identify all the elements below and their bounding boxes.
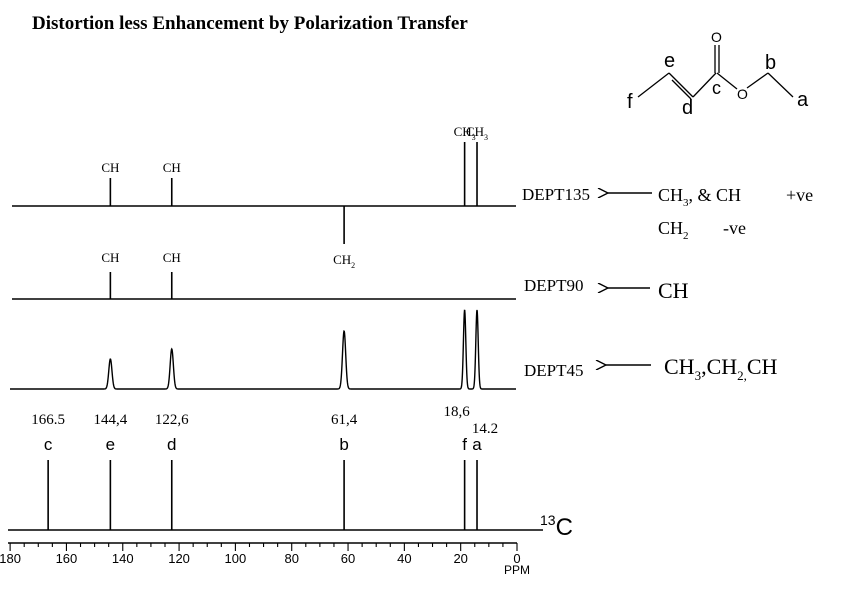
dept90-legend: CH: [658, 278, 689, 303]
axis-tick-label: 140: [112, 551, 134, 566]
c13-peak-assignment: f: [462, 435, 467, 454]
dept135-legend-ch3: CH: [658, 185, 683, 205]
molecule-structure: f e d c O O b a: [627, 29, 809, 119]
ppm-axis: 180 160 140 120 100 80 60 40 20 0 PPM: [0, 542, 530, 577]
dept135-peak-label: CH: [163, 160, 181, 175]
atom-label-carbonyl-o: O: [711, 29, 722, 45]
dept45-legend-ch: CH: [747, 354, 778, 379]
dept45-trace: [10, 309, 516, 390]
ppm-axis-ticks: 180 160 140 120 100 80 60 40 20 0: [0, 543, 521, 566]
c13-peak-shift: 14.2: [472, 421, 498, 437]
bond-f-e: [637, 72, 670, 98]
dept135-peak-label-subscript: 3: [472, 133, 476, 142]
dept135-legend-positive-note: +ve: [786, 185, 813, 205]
axis-tick-label: 60: [341, 551, 355, 566]
dept90-peak-label-text: CH: [101, 250, 119, 265]
dept90-spectrum: CH CH DEPT90 CH: [12, 250, 689, 303]
atom-label-e: e: [664, 50, 675, 72]
axis-tick-label: 40: [397, 551, 411, 566]
dept135-peak-label-text: CH: [466, 124, 484, 139]
dept90-label: DEPT90: [524, 276, 584, 295]
bond-d-c: [692, 72, 717, 98]
axis-tick-label: 160: [56, 551, 78, 566]
dept135-peak-label: CH3: [454, 124, 476, 142]
dept135-peak-label-text: CH: [163, 160, 181, 175]
dept135-peak-label-text: CH: [454, 124, 472, 139]
dept135-label: DEPT135: [522, 185, 590, 204]
atom-label-d: d: [682, 97, 693, 119]
ppm-axis-unit: PPM: [504, 563, 530, 577]
axis-tick-label: 0: [513, 551, 520, 566]
bond-o-b: [746, 72, 769, 89]
dept45-legend: CH3,CH2,CH: [664, 354, 778, 383]
axis-tick-label: 100: [225, 551, 247, 566]
atom-label-b: b: [765, 52, 776, 74]
c13-peak-shift: 61,4: [331, 412, 358, 428]
c13-label-main: C: [556, 514, 573, 541]
bond-b-a: [767, 72, 794, 98]
bond-e-d-double: [671, 79, 692, 100]
c13-peak-assignment: e: [106, 435, 115, 454]
dept135-peak-label-text: CH: [101, 160, 119, 175]
axis-tick-label: 180: [0, 551, 21, 566]
dept135-peak-label-subscript: 2: [351, 261, 355, 270]
c13-peak-shift: 18,6: [443, 404, 470, 420]
dept45-legend-ch2: ,CH: [701, 354, 737, 379]
dept45-legend-ch3: CH: [664, 354, 695, 379]
bond-c-o-ester: [716, 72, 738, 90]
c13-label-superscript: 13: [540, 512, 556, 528]
dept135-peak-label: CH2: [333, 252, 355, 270]
atom-label-ester-o: O: [737, 86, 748, 102]
dept90-peaks: CH CH: [101, 250, 181, 299]
c13-peaks: 166.5 c 144,4 e 122,6 d 61,4 b 18,6 f 14.2a: [31, 404, 498, 530]
c13-peak-shift: 144,4: [93, 412, 127, 428]
dept135-legend-ch3-sub: 3: [683, 197, 689, 209]
c13-spectrum: 166.5 c 144,4 e 122,6 d 61,4 b 18,6 f 14.2a 13C: [8, 404, 573, 541]
c13-peak-assignment: a: [472, 435, 482, 454]
dept135-legend-ch: , & CH: [689, 185, 742, 205]
dept90-peak-label-text: CH: [163, 250, 181, 265]
c13-label: 13C: [540, 512, 573, 541]
atom-label-c: c: [712, 78, 721, 98]
bond-e-d: [668, 72, 694, 98]
c13-peak-shift: 122,6: [155, 412, 189, 428]
dept135-peak-label-text: CH: [333, 252, 351, 267]
figure-title: Distortion less Enhancement by Polarizat…: [32, 13, 468, 34]
axis-tick-label: 120: [168, 551, 190, 566]
c13-peak-assignment: b: [339, 435, 348, 454]
c13-peak-assignment: c: [44, 435, 53, 454]
dept90-peak-label: CH: [101, 250, 119, 265]
dept135-peak-label: CH: [101, 160, 119, 175]
dept135-legend-negative-note: -ve: [723, 218, 746, 238]
dept135-legend-positive: CH3, & CH: [658, 185, 741, 209]
atom-label-f: f: [627, 91, 633, 113]
axis-tick-label: 20: [453, 551, 467, 566]
dept45-legend-ch2-sub: 2,: [737, 368, 747, 383]
c13-peak-assignment: d: [167, 435, 176, 454]
dept135-legend-ch2-sub: 2: [683, 230, 689, 242]
dept45-label: DEPT45: [524, 361, 584, 380]
dept135-legend-negative: CH2: [658, 218, 689, 242]
dept135-legend-ch2: CH: [658, 218, 683, 238]
dept45-legend-ch3-sub: 3: [695, 368, 702, 383]
atom-label-a: a: [797, 89, 809, 111]
dept135-peak-label: CH3: [466, 124, 488, 142]
dept90-peak-label: CH: [163, 250, 181, 265]
dept45-spectrum: DEPT45 CH3,CH2,CH: [10, 309, 778, 390]
c13-peak-shift: 166.5: [31, 412, 65, 428]
dept135-peak-label-subscript: 3: [484, 133, 488, 142]
axis-tick-label: 80: [284, 551, 298, 566]
